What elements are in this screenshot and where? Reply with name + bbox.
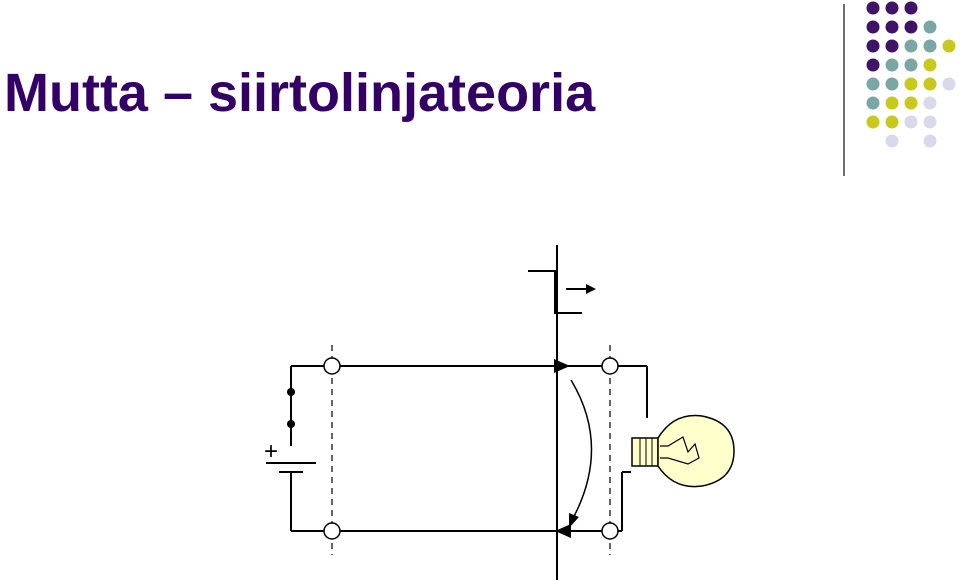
decorative-dot [866,39,880,53]
step-pulse-symbol [528,270,582,314]
decorative-dot [904,58,918,72]
decorative-dot [866,1,880,15]
decorative-dot [866,115,880,129]
terminal-bottom-left [323,522,341,540]
terminal-top-right [601,357,619,375]
decorative-dot [923,96,937,110]
decorative-dot [923,39,937,53]
decorative-dot [885,58,899,72]
decorative-dot [923,20,937,34]
decorative-dot [866,96,880,110]
switch-contact-bottom [287,420,295,428]
terminal-top-left [323,357,341,375]
decorative-dot [885,20,899,34]
decorative-dot [866,20,880,34]
decorative-dot [923,77,937,91]
decorative-dot [942,39,956,53]
decorative-dot [923,134,937,148]
terminal-bottom-right [601,522,619,540]
switch-contact-top [287,388,295,396]
decorative-dot [904,77,918,91]
decorative-dot [866,77,880,91]
decorative-dot [885,39,899,53]
decorative-dot [904,1,918,15]
decorative-dot [942,77,956,91]
battery-plus-sign: + [264,438,278,465]
current-arrowhead-bottom [555,524,571,538]
decorative-dot [923,58,937,72]
slide-title: Mutta – siirtolinjateoria [4,63,596,123]
field-curve-arrow [570,379,593,523]
decorative-dot [885,134,899,148]
decorative-dot [885,1,899,15]
decorative-dot [885,96,899,110]
field-arrowhead [569,513,579,528]
current-arrowhead-top [554,359,570,373]
decorative-dot [923,115,937,129]
decorative-dot [904,115,918,129]
decorative-dot [866,58,880,72]
light-bulb-icon [631,414,735,488]
title-divider-line [843,4,845,176]
decorative-dot [904,39,918,53]
decorative-dot [904,96,918,110]
propagation-arrowhead [586,284,596,294]
decorative-dot [904,20,918,34]
decorative-dot [885,115,899,129]
decorative-dot [885,77,899,91]
